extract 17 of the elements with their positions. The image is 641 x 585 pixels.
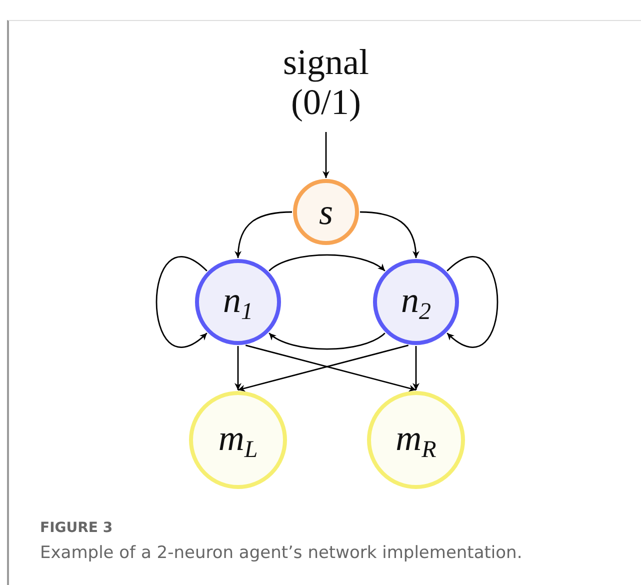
- signal-text: signal (0/1): [261, 37, 391, 127]
- arrow: [234, 211, 292, 258]
- arrow: [322, 132, 330, 178]
- figure-number: FIGURE 3: [40, 520, 113, 536]
- arrow: [156, 256, 208, 348]
- arrow: [412, 346, 420, 390]
- neuron-circle: n$_{1}$: [195, 259, 281, 345]
- motor-neuron-circle: m$_{L}$: [189, 391, 287, 489]
- arrow: [446, 256, 498, 348]
- arrow: [268, 254, 386, 272]
- arrow: [268, 332, 386, 350]
- arrow: [234, 346, 242, 390]
- neuron-circle: n$_{2}$: [373, 259, 459, 345]
- figure-caption: Example of a 2-neuron agent’s network implementation.: [40, 543, 522, 563]
- arrow: [360, 211, 420, 258]
- sensor-neuron-circle: s: [293, 179, 359, 245]
- motor-neuron-circle: m$_{R}$: [367, 391, 465, 489]
